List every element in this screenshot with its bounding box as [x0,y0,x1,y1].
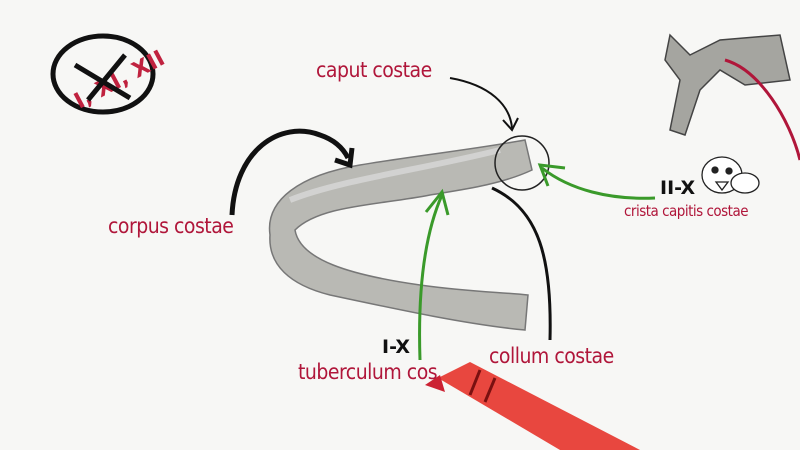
caput-highlight-circle [494,135,550,191]
bird-icon [701,156,760,194]
crista-arrow [541,166,656,200]
label-crista-capitis-costae: crista capitis costae [624,202,749,220]
caput-arrow [449,77,513,129]
collum-arrow [491,186,552,341]
excluded-ribs-badge: I, XI, XII [50,33,169,115]
tuberculum-arrow [418,194,444,361]
label-collum-costae: collum costae [489,344,614,368]
corpus-arrow [229,128,351,216]
label-corpus-costae: corpus costae [108,214,234,238]
tuberculum-range: I-X [382,336,411,358]
vertebra-illustration [664,33,800,161]
cross-icon [73,53,132,102]
rib-bone-illustration [268,139,533,331]
crayon-icon [425,362,640,450]
label-tuberculum-costae: tuberculum cos [298,360,438,384]
label-caput-costae: caput costae [316,58,432,82]
crista-range: II-X [660,177,696,199]
